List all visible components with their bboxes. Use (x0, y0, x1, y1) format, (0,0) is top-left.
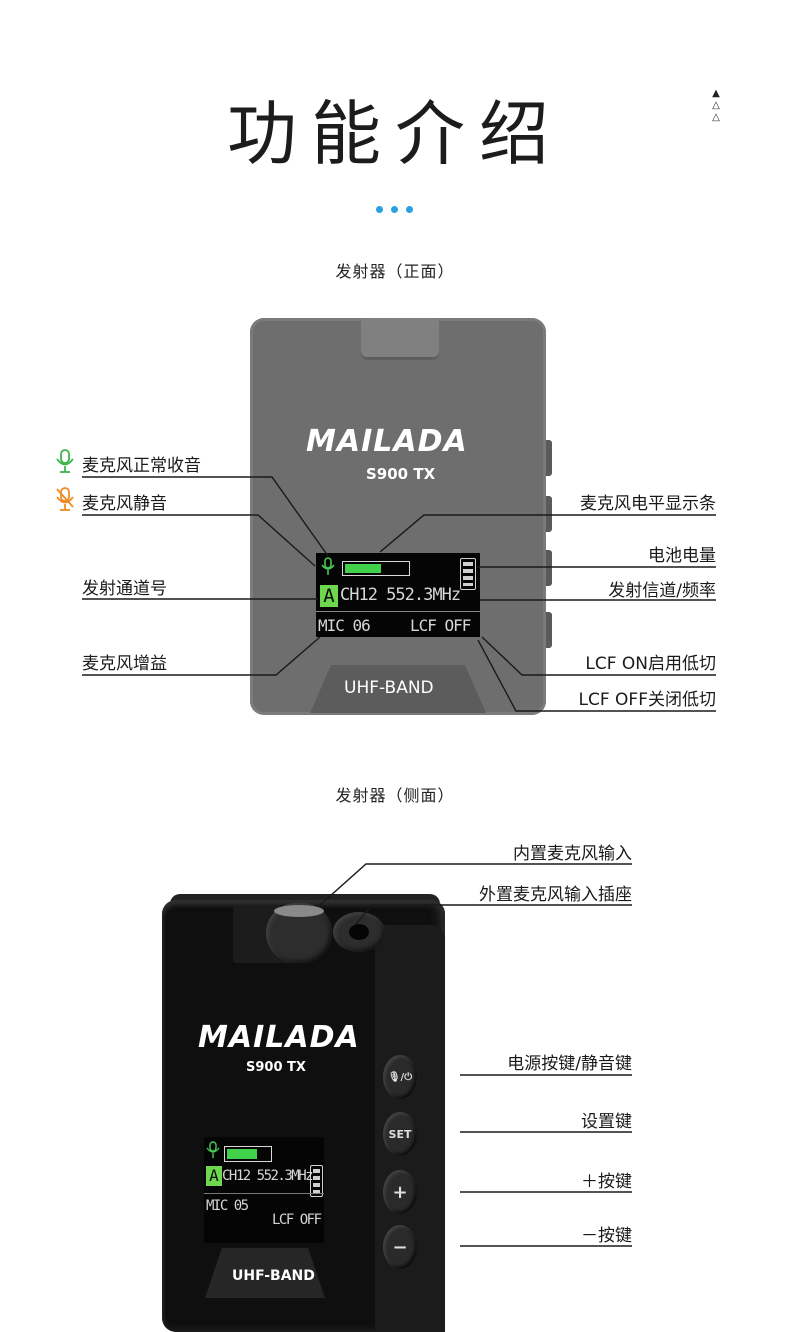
triangle-up-outline-icon: △ (712, 112, 720, 123)
band-label: UHF-BAND (344, 678, 434, 698)
band-label: UHF-BAND (232, 1268, 315, 1284)
power-mute-button[interactable]: 🎙/⏻ (383, 1055, 417, 1099)
side-mic-gain: MIC 05 (206, 1198, 249, 1214)
microphone-icon (321, 557, 335, 575)
page-title: 功能介绍 (227, 93, 563, 175)
label-tx-channel: 发射通道号 (82, 579, 167, 599)
external-mic-jack[interactable] (333, 912, 385, 952)
front-lcf-status: LCF OFF (410, 616, 471, 635)
label-level-bar: 麦克风电平显示条 (580, 494, 716, 514)
label-power-mute: 电源按键/静音键 (507, 1054, 632, 1074)
brand-logo: MAILADA (306, 424, 468, 459)
side-button-edge (546, 550, 552, 586)
front-channel-frequency: CH12 552.3MHz (340, 585, 461, 605)
decorative-dots (372, 206, 418, 214)
label-lcf-on: LCF ON启用低切 (585, 654, 716, 674)
front-level-bar (342, 561, 410, 576)
side-channel-frequency: CH12 552.3MHz (222, 1168, 314, 1184)
front-lcd-screen (316, 553, 480, 637)
front-channel-letter: A (320, 585, 338, 607)
section-title-side: 发射器（侧面） (335, 786, 455, 805)
front-mic-gain: MIC 06 (318, 616, 371, 635)
label-ext-mic: 外置麦克风输入插座 (479, 885, 632, 905)
label-mic-gain: 麦克风增益 (82, 654, 167, 674)
model-label: S900 TX (246, 1060, 306, 1075)
label-set: 设置键 (581, 1112, 632, 1132)
microphone-muted-icon (56, 487, 74, 511)
side-button-edge (546, 440, 552, 476)
model-label: S900 TX (366, 465, 436, 483)
triangle-up-filled-icon: ▲ (712, 88, 720, 99)
label-tx-freq: 发射信道/频率 (608, 581, 716, 601)
side-button-edge (546, 496, 552, 532)
plus-button[interactable]: + (383, 1170, 417, 1214)
side-button-edge (546, 612, 552, 648)
side-lcf-status: LCF OFF (272, 1212, 322, 1228)
label-mic-normal: 麦克风正常收音 (82, 456, 201, 476)
microphone-icon (56, 449, 74, 473)
label-plus: ＋按键 (581, 1172, 632, 1192)
microphone-icon (206, 1141, 220, 1158)
side-level-bar (224, 1146, 272, 1162)
label-minus: －按键 (581, 1226, 632, 1246)
side-channel-letter: A (206, 1166, 222, 1186)
battery-icon (460, 558, 476, 590)
minus-button[interactable]: − (383, 1225, 417, 1269)
battery-icon (310, 1165, 323, 1197)
section-title-front: 发射器（正面） (335, 262, 455, 281)
front-band-panel (310, 665, 486, 713)
label-battery: 电池电量 (648, 546, 716, 566)
set-button[interactable]: SET (383, 1112, 417, 1156)
transmitter-top-mic (361, 318, 439, 360)
side-band-panel (205, 1248, 325, 1298)
label-lcf-off: LCF OFF关闭低切 (578, 690, 716, 710)
brand-logo: MAILADA (198, 1020, 360, 1055)
label-builtin-mic: 内置麦克风输入 (513, 844, 632, 864)
mute-power-icon: 🎙/⏻ (387, 1071, 413, 1083)
triangle-up-outline-icon: △ (712, 100, 720, 111)
label-mic-mute: 麦克风静音 (82, 494, 167, 514)
